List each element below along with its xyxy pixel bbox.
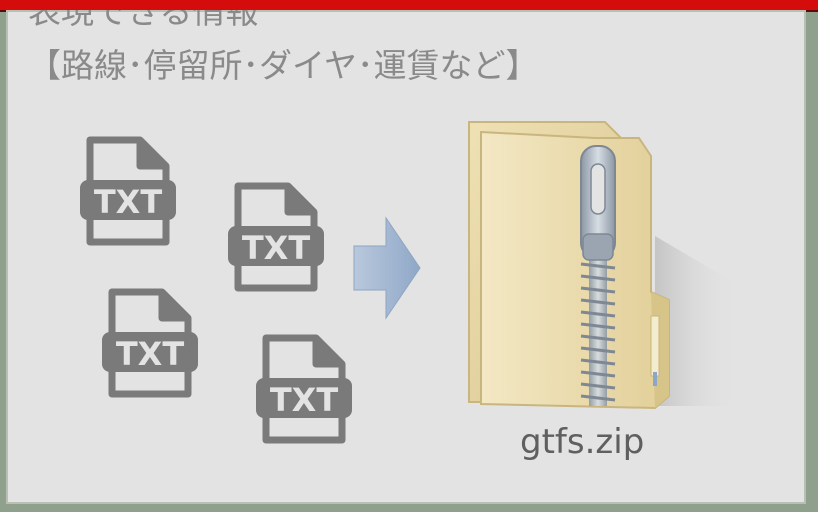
heading-line-1: 表現できる情報: [28, 10, 259, 31]
txt-label: TXT: [116, 335, 185, 373]
txt-label: TXT: [94, 183, 163, 221]
txt-label: TXT: [242, 229, 311, 267]
txt-file-icon: TXT: [256, 334, 352, 444]
slide-heading: 表現できる情報 【路線･停留所･ダイヤ･運賃など】: [28, 10, 539, 90]
right-arrow-icon: [353, 216, 421, 320]
txt-file-icon: TXT: [102, 288, 198, 398]
zipper-teeth: [580, 256, 616, 406]
zipper-pull: [580, 145, 616, 261]
zip-folder-icon: [468, 121, 740, 410]
txt-file-icon: TXT: [80, 136, 176, 246]
txt-label: TXT: [270, 381, 339, 419]
txt-file-icon: TXT: [228, 182, 324, 292]
heading-line-2: 【路線･停留所･ダイヤ･運賃など】: [28, 46, 539, 85]
zip-filename: gtfs.zip: [520, 422, 645, 462]
